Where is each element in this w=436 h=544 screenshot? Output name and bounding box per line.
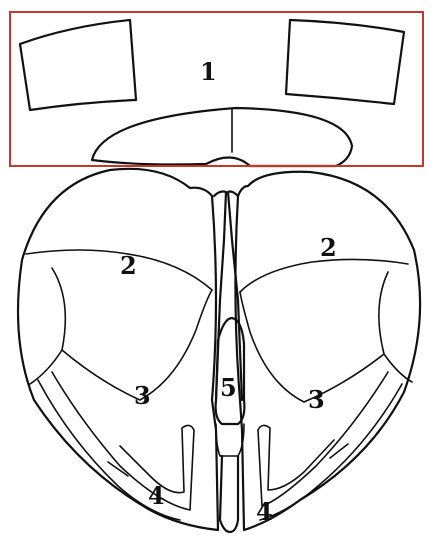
- right-lateral-pad: [379, 272, 412, 382]
- label-region-5: 5: [220, 373, 237, 402]
- label-region-4-left: 4: [148, 481, 165, 510]
- right-channel-cross: [330, 444, 348, 458]
- central-dome: [92, 108, 352, 166]
- left-lobe-outline: [18, 169, 218, 530]
- upper-right-plate: [286, 20, 404, 104]
- region-1-highlight-box: [10, 12, 423, 166]
- label-region-2-right: 2: [320, 233, 337, 262]
- label-region-3-right: 3: [308, 385, 325, 414]
- label-region-3-left: 3: [134, 381, 151, 410]
- upper-left-plate: [20, 20, 136, 110]
- label-region-4-right: 4: [256, 497, 273, 526]
- left-lateral-pad: [30, 268, 65, 384]
- label-region-2-left: 2: [120, 251, 137, 280]
- central-stem: [220, 456, 238, 532]
- right-lobe-outline: [235, 172, 420, 530]
- label-region-1: 1: [200, 57, 217, 86]
- right-outer-channel: [260, 384, 402, 520]
- central-lower-chamber: [216, 424, 244, 456]
